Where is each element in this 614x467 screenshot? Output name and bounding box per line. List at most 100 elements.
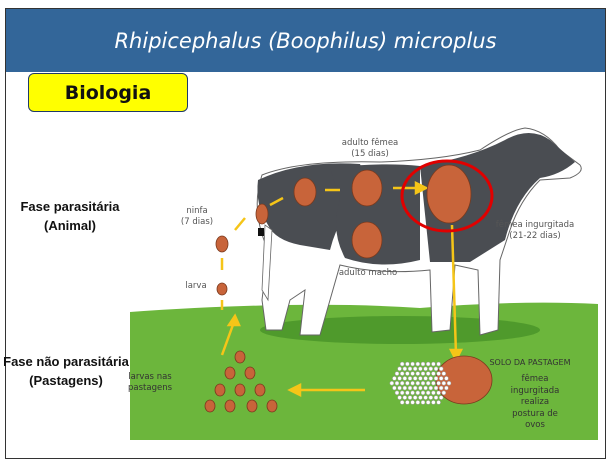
egg [405, 390, 410, 396]
label-line: pastagens [127, 383, 173, 393]
egg [418, 395, 423, 400]
egg [397, 395, 402, 400]
egg [399, 371, 405, 376]
egg [418, 366, 423, 372]
egg [402, 385, 408, 391]
egg [436, 361, 441, 367]
slide-frame [5, 8, 606, 459]
egg [438, 395, 444, 400]
egg [444, 376, 449, 381]
phase-parasitic-subtitle: (Animal) [43, 218, 96, 233]
egg [433, 395, 439, 400]
egg [425, 400, 431, 405]
label-line: (15 dias) [351, 149, 389, 159]
label-adult-male: adulto macho [338, 268, 398, 278]
ticks [204, 164, 493, 413]
egg [410, 371, 415, 376]
egg [412, 395, 418, 400]
egg [418, 376, 423, 381]
egg [415, 380, 421, 386]
egg [420, 400, 426, 405]
label-engorged-female: fêmea ingurgitada (21-22 dias) [496, 220, 574, 242]
section-badge: Biologia [28, 73, 188, 112]
egg [431, 390, 436, 396]
egg [410, 400, 415, 405]
egg [441, 371, 447, 376]
egg [402, 395, 408, 400]
label-pasture-soil: SOLO DA PASTAGEM [489, 358, 571, 367]
egg [425, 371, 431, 376]
egg [441, 380, 447, 386]
egg [431, 361, 436, 367]
tick-eggs [389, 361, 452, 405]
egg [412, 385, 418, 391]
egg [399, 390, 405, 396]
egg [410, 361, 415, 367]
egg [431, 371, 436, 376]
label-line: (21-22 dias) [509, 231, 561, 241]
egg [415, 400, 421, 405]
egg [438, 385, 444, 391]
egg [431, 400, 436, 405]
tick-larva [216, 282, 228, 296]
label-line: ovos [525, 420, 545, 430]
phase-parasitic: Fase parasitária (Animal) [20, 197, 119, 235]
label-line: larvas nas [128, 372, 172, 382]
tick-nymph [215, 235, 229, 253]
label-line: fêmea ingurgitada [495, 220, 575, 230]
egg [425, 380, 431, 386]
egg [412, 366, 418, 372]
egg [415, 361, 421, 367]
tick-engorged-female [426, 164, 472, 224]
egg [415, 371, 421, 376]
slide-title: Rhipicephalus (Boophilus) microplus [6, 9, 605, 72]
egg [423, 376, 428, 381]
egg [405, 371, 410, 376]
egg [428, 395, 434, 400]
egg [407, 395, 413, 400]
tick-young-female [293, 177, 317, 207]
egg [407, 376, 413, 381]
egg [436, 390, 441, 396]
egg [402, 376, 408, 381]
egg [436, 400, 441, 405]
egg [394, 390, 400, 396]
label-larvae-pasture: larvas nas pastagens [128, 372, 172, 394]
egg [410, 390, 415, 396]
egg [446, 380, 452, 386]
phase-non-parasitic: Fase não parasitária (Pastagens) [3, 352, 129, 390]
egg [428, 366, 434, 372]
egg [405, 361, 410, 367]
egg [436, 371, 441, 376]
lifecycle-arrows [220, 180, 464, 398]
egg [428, 376, 434, 381]
egg [418, 385, 423, 391]
label-line: fêmea [521, 374, 549, 384]
label-egg-laying: fêmea ingurgitada realiza postura de ovo… [511, 374, 560, 432]
phase-non-parasitic-subtitle: (Pastagens) [29, 373, 103, 388]
egg [399, 400, 405, 405]
egg [423, 385, 428, 391]
egg [415, 390, 421, 396]
egg [431, 380, 436, 386]
egg [394, 380, 400, 386]
egg [436, 380, 441, 386]
phase-parasitic-title: Fase parasitária [20, 199, 120, 214]
egg [420, 380, 426, 386]
tick-egg-laying [435, 355, 493, 405]
egg [438, 376, 444, 381]
egg [407, 385, 413, 391]
egg [399, 380, 405, 386]
egg [392, 385, 397, 391]
label-nymph: ninfa (7 dias) [181, 206, 213, 228]
label-adult-female: adulto fêmea (15 dias) [342, 138, 399, 160]
egg [425, 361, 431, 367]
label-line: postura de [512, 408, 558, 419]
egg [425, 390, 431, 396]
egg [410, 380, 415, 386]
egg [397, 376, 402, 381]
egg [394, 371, 400, 376]
egg [438, 366, 444, 372]
egg [441, 390, 447, 396]
